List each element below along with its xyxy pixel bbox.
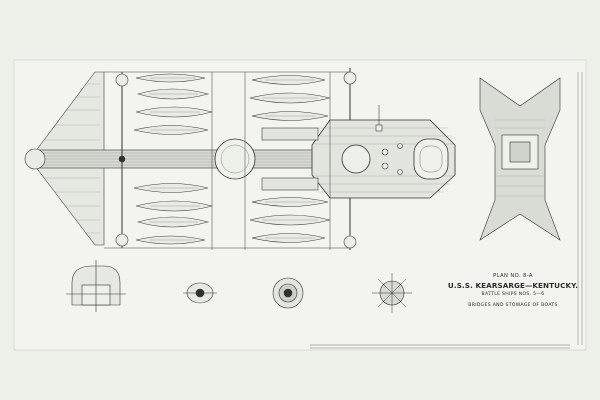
after-bridge-platform: [311, 119, 456, 199]
after-circular-platform: [341, 144, 371, 174]
chart-house: [413, 138, 449, 180]
ship-names: U.S.S. KEARSARGE—KENTUCKY.: [447, 281, 579, 290]
drawing-description: BRIDGES AND STOWAGE OF BOATS: [468, 303, 558, 308]
detail-fitting: [183, 282, 217, 304]
detail-circular-top: [272, 277, 304, 309]
detail-pulpit: [66, 260, 126, 312]
title-block: PLAN NO. 8-A U.S.S. KEARSARGE—KENTUCKY. …: [445, 273, 581, 308]
mast-left: [115, 72, 129, 248]
main-bridge-plan: [24, 68, 456, 250]
detail-views: [66, 260, 412, 313]
detail-star-fitting: [372, 273, 412, 313]
walkway-end-left: [24, 148, 46, 170]
forward-bridge-plan: [479, 77, 561, 241]
scale-ruler: [577, 72, 583, 345]
bottom-scale-bar: [310, 344, 570, 349]
boats-upper-right: [249, 75, 331, 141]
battle-ships-subtitle: BATTLE SHIPS NOS. 5—6: [481, 292, 545, 297]
plan-number: PLAN NO. 8-A: [493, 273, 533, 279]
boats-lower-right: [249, 177, 331, 243]
boats-upper-left: [133, 73, 214, 135]
boats-lower-left: [133, 183, 214, 245]
